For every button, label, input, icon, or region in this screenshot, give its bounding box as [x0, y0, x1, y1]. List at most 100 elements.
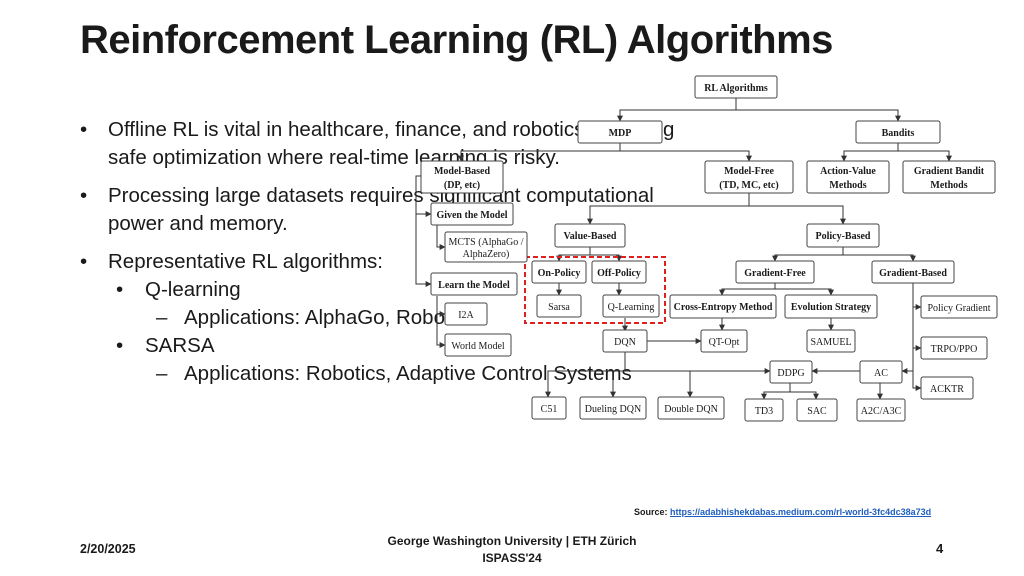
- label-double-dqn: Double DQN: [664, 404, 718, 415]
- label-gradient-bandit-2: Methods: [930, 180, 967, 191]
- node-off-policy: [591, 260, 647, 284]
- node-cross-entropy: [669, 294, 777, 319]
- bullet-list: • Offline RL is vital in healthcare, fin…: [80, 116, 680, 388]
- bullet-glyph: •: [80, 184, 88, 207]
- label-cross-entropy: Cross-Entropy Method: [674, 302, 773, 313]
- node-gradient-free: [735, 260, 815, 284]
- connector-lines: [415, 98, 952, 400]
- label-a2c: A2C/A3C: [861, 406, 902, 417]
- node-dueling-dqn: [579, 396, 647, 420]
- node-i2a: [444, 302, 488, 326]
- label-bandits: Bandits: [882, 128, 915, 139]
- node-ddpg: [769, 360, 813, 384]
- label-ac: AC: [874, 368, 888, 379]
- slide-footer: George Washington University | ETH Züric…: [362, 533, 662, 567]
- label-model-free-2: (TD, MC, etc): [719, 180, 778, 191]
- sub-sub-bullet-item: – Applications: AlphaGo, Robotics: [80, 304, 680, 332]
- label-evolution-strategy: Evolution Strategy: [791, 302, 871, 313]
- label-q-learning: Q-Learning: [608, 302, 655, 313]
- sub-bullet-item: • Q-learning: [80, 276, 680, 304]
- node-q-learning: [602, 294, 660, 318]
- label-on-policy: On-Policy: [538, 268, 581, 279]
- node-policy-gradient: [920, 295, 998, 319]
- node-bandits: [855, 120, 941, 144]
- bullet-text: SARSA: [145, 334, 215, 357]
- source-label: Source:: [634, 507, 668, 517]
- node-given-model: [430, 202, 514, 226]
- label-value-based: Value-Based: [564, 231, 617, 242]
- node-policy-based: [806, 223, 880, 248]
- bullet-item: • Processing large datasets requires sig…: [80, 182, 680, 238]
- label-gradient-based: Gradient-Based: [879, 268, 947, 279]
- slide-title: Reinforcement Learning (RL) Algorithms: [80, 18, 833, 62]
- bullet-text: Processing large datasets requires signi…: [108, 184, 654, 235]
- label-mcts-2: AlphaZero): [463, 249, 510, 260]
- node-gradient-bandit: [902, 160, 996, 194]
- label-sac: SAC: [807, 406, 827, 417]
- bullet-glyph: •: [80, 118, 88, 141]
- node-c51: [531, 396, 567, 420]
- bullet-text: Applications: AlphaGo, Robotics: [184, 306, 476, 329]
- label-model-based-2: (DP, etc): [444, 180, 480, 191]
- node-gradient-based: [871, 260, 955, 284]
- bullet-text: Applications: Robotics, Adaptive Control…: [184, 362, 632, 385]
- highlight-box: [524, 256, 666, 324]
- node-double-dqn: [657, 396, 725, 420]
- label-root: RL Algorithms: [704, 83, 768, 94]
- label-gradient-free: Gradient-Free: [744, 268, 806, 279]
- page-number: 4: [936, 541, 944, 556]
- node-on-policy: [531, 260, 587, 284]
- node-sarsa: [536, 294, 582, 318]
- node-qt-opt: [700, 329, 748, 353]
- bullet-glyph: •: [80, 250, 88, 273]
- label-model-based-1: Model-Based: [434, 166, 491, 177]
- bullet-glyph: •: [116, 334, 124, 357]
- bullet-glyph: •: [116, 278, 124, 301]
- label-dqn: DQN: [614, 337, 636, 348]
- node-learn-model: [430, 272, 518, 296]
- label-policy-gradient: Policy Gradient: [927, 303, 990, 314]
- sub-bullet-item: • SARSA: [80, 332, 680, 360]
- label-qt-opt: QT-Opt: [709, 337, 740, 348]
- label-dueling-dqn: Dueling DQN: [585, 404, 641, 415]
- node-model-based: [420, 160, 504, 194]
- node-a2c: [856, 398, 906, 422]
- node-value-based: [554, 223, 626, 248]
- footer-affiliation: George Washington University | ETH Züric…: [387, 534, 637, 548]
- bullet-item: • Representative RL algorithms:: [80, 248, 680, 276]
- node-root: [694, 75, 778, 99]
- label-given-model: Given the Model: [436, 210, 507, 221]
- label-action-value-2: Methods: [829, 180, 866, 191]
- label-action-value-1: Action-Value: [820, 166, 876, 177]
- slide-date: 2/20/2025: [80, 542, 136, 556]
- node-action-value: [806, 160, 890, 194]
- sub-sub-bullet-item: – Applications: Robotics, Adaptive Contr…: [80, 360, 680, 388]
- label-world-model: World Model: [451, 341, 505, 352]
- dash-glyph: –: [156, 362, 168, 385]
- node-world-model: [444, 333, 512, 357]
- label-mcts-1: MCTS (AlphaGo /: [449, 237, 524, 248]
- label-mdp: MDP: [609, 128, 632, 139]
- label-c51: C51: [541, 404, 558, 415]
- label-acktr: ACKTR: [930, 384, 964, 395]
- label-trpo-ppo: TRPO/PPO: [931, 344, 978, 355]
- node-dqn: [602, 329, 648, 353]
- source-link[interactable]: https://adabhishekdabas.medium.com/rl-wo…: [670, 507, 932, 517]
- node-sac: [796, 398, 838, 422]
- label-ddpg: DDPG: [777, 368, 804, 379]
- label-off-policy: Off-Policy: [597, 268, 641, 279]
- node-trpo-ppo: [920, 336, 988, 360]
- node-model-free: [704, 160, 794, 194]
- node-samuel: [806, 329, 856, 353]
- node-evolution-strategy: [784, 294, 878, 319]
- footer-venue: ISPASS'24: [482, 551, 542, 565]
- label-td3: TD3: [755, 406, 773, 417]
- node-td3: [744, 398, 784, 422]
- node-mdp: [577, 120, 663, 144]
- label-samuel: SAMUEL: [810, 337, 851, 348]
- label-i2a: I2A: [458, 310, 474, 321]
- label-sarsa: Sarsa: [548, 302, 570, 313]
- node-mcts: [444, 231, 528, 263]
- label-model-free-1: Model-Free: [724, 166, 774, 177]
